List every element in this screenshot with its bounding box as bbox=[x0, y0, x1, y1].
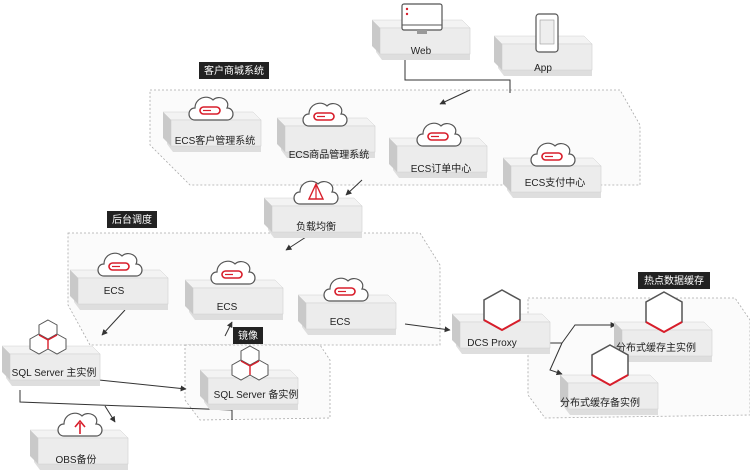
node-dcs-proxy[interactable]: DCS Proxy bbox=[451, 289, 551, 355]
backend-to-sql-arrow bbox=[101, 309, 126, 336]
group-tag-mall: 客户商城系统 bbox=[199, 62, 269, 79]
cloud-upload-icon bbox=[57, 412, 103, 437]
node-ecs-1-label: ECS bbox=[104, 286, 125, 297]
node-app-label: App bbox=[534, 63, 552, 74]
group-tag-mall-label: 客户商城系统 bbox=[204, 64, 264, 77]
group-tag-hotspot-cache-label: 热点数据缓存 bbox=[644, 274, 704, 287]
dcs-to-cache-master-arrow bbox=[561, 322, 617, 344]
monitor-icon bbox=[401, 3, 443, 34]
node-web[interactable]: Web bbox=[371, 3, 471, 61]
node-ecs-customer-label: ECS客户管理系统 bbox=[175, 134, 256, 147]
group-tag-backend: 后台调度 bbox=[107, 211, 157, 228]
database-cluster-icon bbox=[231, 345, 269, 381]
mobile-icon bbox=[535, 13, 559, 53]
group-tag-backend-label: 后台调度 bbox=[112, 213, 152, 226]
connection-lines bbox=[19, 60, 617, 423]
node-obs-backup-label: OBS备份 bbox=[55, 453, 96, 466]
group-tag-mirror-label: 镜像 bbox=[238, 329, 258, 342]
hexagon-icon bbox=[645, 291, 683, 334]
node-ecs-product[interactable]: ECS商品管理系统 bbox=[276, 102, 376, 161]
hexagon-icon bbox=[591, 344, 629, 387]
node-ecs-1[interactable]: ECS bbox=[69, 252, 169, 311]
node-ecs-order-label: ECS订单中心 bbox=[411, 162, 472, 175]
database-cluster-icon bbox=[29, 319, 67, 355]
hexagon-icon bbox=[483, 289, 521, 332]
node-app[interactable]: App bbox=[493, 13, 593, 77]
group-tag-hotspot-cache: 热点数据缓存 bbox=[638, 272, 710, 289]
node-ecs-payment[interactable]: ECS支付中心 bbox=[502, 142, 602, 199]
node-ecs-2-label: ECS bbox=[217, 302, 238, 313]
node-ecs-product-label: ECS商品管理系统 bbox=[289, 148, 370, 161]
sql-to-obs-line bbox=[19, 390, 233, 420]
node-sql-standby[interactable]: SQL Server 备实例 bbox=[199, 345, 299, 411]
node-ecs-payment-label: ECS支付中心 bbox=[525, 176, 586, 189]
node-sql-master[interactable]: SQL Server 主实例 bbox=[1, 319, 101, 387]
node-cache-master[interactable]: 分布式缓存主实例 bbox=[613, 291, 713, 363]
node-cache-standby[interactable]: 分布式缓存备实例 bbox=[559, 344, 659, 416]
to-obs-arrow bbox=[104, 405, 116, 423]
node-ecs-2[interactable]: ECS bbox=[184, 260, 284, 321]
node-ecs-3-label: ECS bbox=[330, 317, 351, 328]
backend-to-mirror-arrow bbox=[224, 321, 233, 337]
node-cache-standby-label: 分布式缓存备实例 bbox=[560, 396, 640, 409]
mall-to-lb-arrow bbox=[345, 179, 363, 196]
node-sql-master-label: SQL Server 主实例 bbox=[12, 366, 97, 379]
lb-to-backend-arrow bbox=[285, 236, 307, 251]
node-obs-backup[interactable]: OBS备份 bbox=[29, 412, 129, 471]
node-load-balancer-label: 负载均衡 bbox=[296, 220, 336, 233]
node-ecs-3[interactable]: ECS bbox=[297, 277, 397, 336]
backend-to-dcs-arrow bbox=[404, 323, 451, 333]
node-sql-standby-label: SQL Server 备实例 bbox=[214, 388, 299, 401]
node-web-label: Web bbox=[411, 46, 432, 57]
dcs-to-cache-standby-arrow bbox=[549, 342, 563, 376]
node-ecs-order[interactable]: ECS订单中心 bbox=[388, 122, 488, 179]
node-dcs-proxy-label: DCS Proxy bbox=[467, 338, 516, 349]
load-balancer-icon bbox=[293, 180, 339, 205]
node-load-balancer[interactable]: 负载均衡 bbox=[263, 180, 363, 239]
group-tag-mirror: 镜像 bbox=[233, 327, 263, 344]
web-app-link bbox=[404, 60, 511, 93]
node-cache-master-label: 分布式缓存主实例 bbox=[616, 341, 696, 354]
node-ecs-customer[interactable]: ECS客户管理系统 bbox=[162, 96, 262, 153]
client-to-mall-arrow bbox=[439, 89, 471, 105]
